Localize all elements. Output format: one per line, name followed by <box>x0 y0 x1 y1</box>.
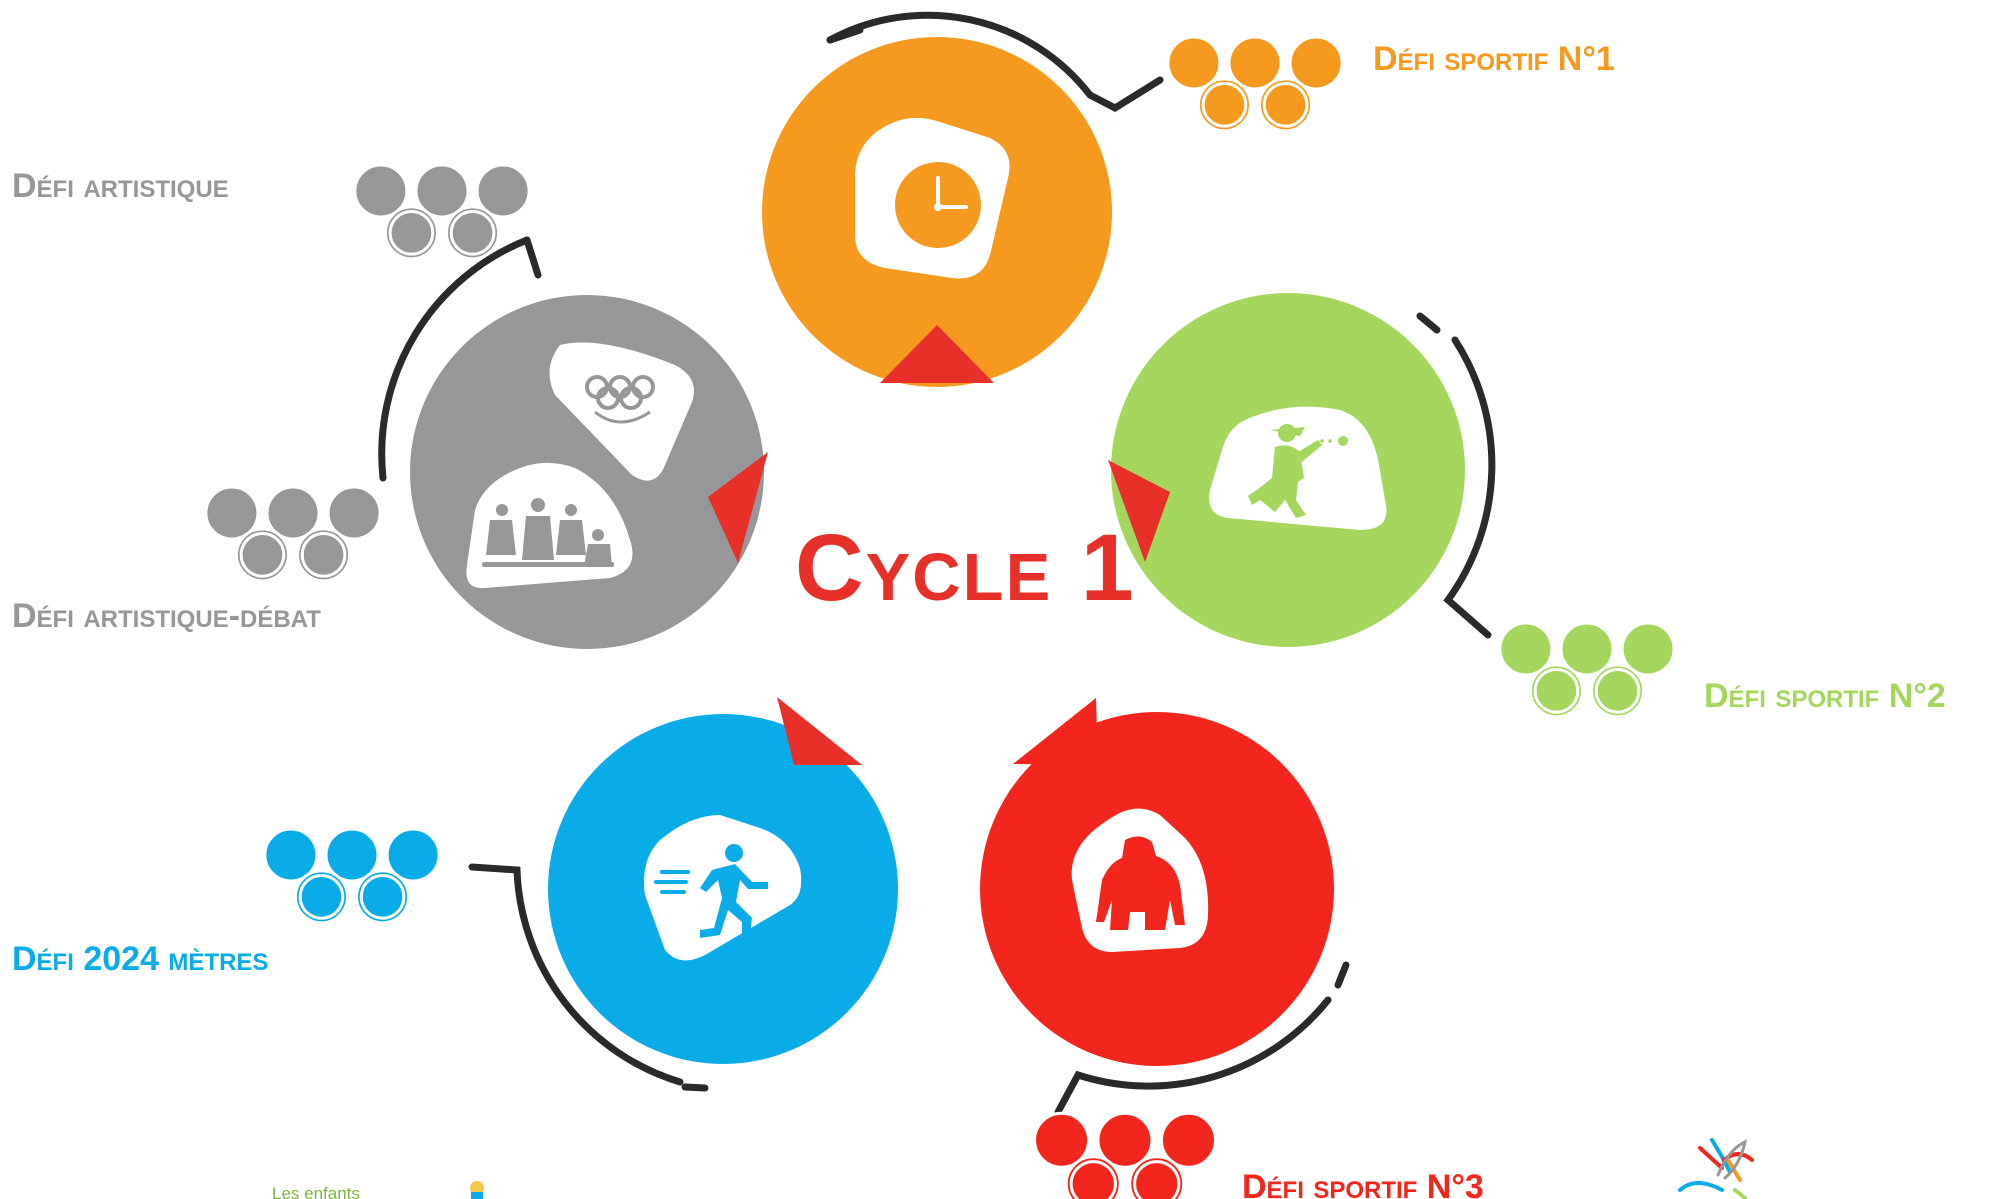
ring <box>1033 1111 1091 1169</box>
ring <box>1620 621 1676 677</box>
circle-defi-sportif-1[interactable] <box>762 37 1112 387</box>
connector-orange-dash <box>826 26 864 44</box>
olympic-laurel-icon <box>585 375 655 424</box>
connector-lines <box>378 11 1496 1116</box>
arrow-grey <box>708 452 768 563</box>
ring <box>326 485 382 541</box>
circle-defi-artistique[interactable] <box>410 295 768 649</box>
ring-outline <box>1201 81 1248 128</box>
ring <box>1528 663 1584 719</box>
connector-red <box>1054 996 1332 1116</box>
ring <box>324 827 380 883</box>
label-defi-sportif-2: Défi sportif N°2 <box>1704 677 1946 715</box>
ring <box>355 869 411 925</box>
arrow-green <box>1108 460 1170 562</box>
label-defi-sportif-3: Défi sportif N°3 <box>1242 1168 1484 1199</box>
group-discussion-icon <box>482 498 614 567</box>
ring-outline <box>1069 1160 1117 1199</box>
ring <box>1096 1111 1154 1169</box>
rings-debat <box>204 485 382 583</box>
connector-grey-tail <box>523 236 542 279</box>
petanque-player-icon <box>1248 424 1348 518</box>
ring <box>1498 621 1554 677</box>
ring <box>1590 663 1646 719</box>
ring <box>1166 35 1222 91</box>
ring <box>385 827 441 883</box>
arrow-orange <box>880 325 994 383</box>
label-defi-artistique: Défi artistique <box>12 167 229 205</box>
ring <box>204 485 260 541</box>
ring <box>1196 77 1252 133</box>
connector-blue-dash <box>681 1083 709 1092</box>
connector-blue <box>468 863 684 1086</box>
ring <box>1288 35 1344 91</box>
ring <box>383 205 439 261</box>
rings-metres <box>263 827 441 925</box>
ring <box>1258 77 1314 133</box>
connector-orange <box>826 11 1164 113</box>
rings-artistique <box>353 163 531 261</box>
circle-defi-sportif-3[interactable] <box>980 698 1334 1066</box>
gorilla-icon <box>1096 836 1185 930</box>
ring-clusters <box>204 35 1676 1199</box>
ring <box>353 163 409 219</box>
rings-sport3 <box>1033 1111 1217 1199</box>
icon-tile-grey-top <box>549 342 694 481</box>
ring-outline <box>1133 1160 1181 1199</box>
page-title: Cycle 1 <box>795 515 1136 621</box>
ring <box>1559 621 1615 677</box>
ring-outline <box>388 209 435 256</box>
connector-green <box>1443 336 1496 639</box>
ring <box>1227 35 1283 91</box>
challenge-circles <box>410 37 1465 1066</box>
ring-outline <box>300 531 347 578</box>
rings-sport2 <box>1498 621 1676 719</box>
rings-sport1 <box>1166 35 1344 133</box>
ring <box>263 827 319 883</box>
ring-outline <box>1262 81 1309 128</box>
clock-icon <box>895 162 981 248</box>
mascot-logo-icon <box>470 1181 484 1199</box>
ring-outline <box>1594 667 1641 714</box>
ring-outline <box>1533 667 1580 714</box>
circle-defi-2024-metres[interactable] <box>548 697 898 1064</box>
connector-red-dash <box>1334 961 1350 989</box>
arrow-blue <box>777 697 862 765</box>
ring <box>475 163 531 219</box>
ring <box>1159 1111 1217 1169</box>
connector-grey <box>378 236 531 482</box>
ring <box>445 205 501 261</box>
ring <box>296 527 352 583</box>
ring <box>293 869 349 925</box>
logo-les-enfants: Les enfants <box>272 1184 360 1199</box>
circle-defi-sportif-2[interactable] <box>1108 293 1465 647</box>
label-defi-sportif-1: Défi sportif N°1 <box>1373 40 1615 78</box>
connector-green-dash <box>1416 312 1441 334</box>
ring-outline <box>239 531 286 578</box>
footer-logos: Les enfants <box>272 1138 1754 1199</box>
runner-icon <box>654 844 768 938</box>
arrow-red <box>1013 698 1098 765</box>
label-defi-2024-metres: Défi 2024 mètres <box>12 940 268 978</box>
ring <box>234 527 290 583</box>
ring-outline <box>449 209 496 256</box>
ring <box>265 485 321 541</box>
flame-torch-logo-icon <box>1678 1138 1754 1199</box>
ring <box>414 163 470 219</box>
label-defi-artistique-debat: Défi artistique-débat <box>12 597 321 635</box>
ring-outline <box>359 873 406 920</box>
ring-outline <box>298 873 345 920</box>
